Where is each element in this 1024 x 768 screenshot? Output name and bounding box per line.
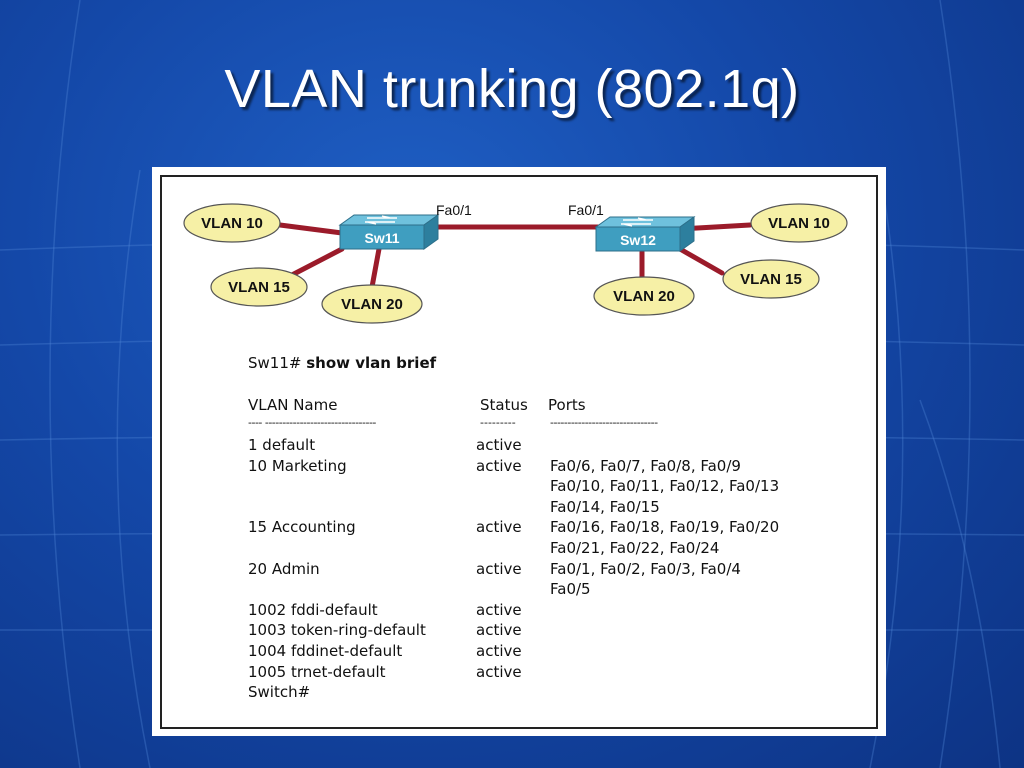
figure-frame: VLAN 10 VLAN 15 VLAN 20 VLAN 10 VLAN 15 …: [152, 167, 886, 736]
network-diagram: VLAN 10 VLAN 15 VLAN 20 VLAN 10 VLAN 15 …: [183, 202, 848, 324]
cli-row-name: 1005 trnet-default: [248, 662, 386, 681]
link-sw11-vlan20: [369, 246, 382, 290]
cli-row-name: 1002 fddi-default: [248, 600, 378, 619]
cli-row-ports: Fa0/5: [550, 580, 591, 599]
switch-label: Sw12: [620, 232, 656, 248]
vlan-node: [321, 284, 423, 324]
cli-row-ports: Fa0/21, Fa0/22, Fa0/24: [550, 539, 720, 557]
cli-command-line: Sw11# show vlan brief: [248, 354, 436, 372]
cli-end-prompt: Switch#: [248, 683, 311, 702]
vlan-node: [593, 276, 695, 316]
cli-row-status: active: [476, 456, 522, 475]
switch-sw12-icon: [594, 216, 696, 252]
cli-row-status: active: [476, 621, 522, 640]
header-ports: Ports: [548, 396, 586, 414]
vlan-node: [183, 203, 281, 243]
cli-row-name: 1003 token-ring-default: [248, 621, 426, 640]
cli-row-status: active: [476, 600, 522, 619]
cli-row-name: 15 Accounting: [248, 518, 356, 537]
cli-row-name: 1 default: [248, 436, 316, 454]
header-status: Status: [480, 396, 528, 414]
cli-row-name: 20 Admin: [248, 559, 320, 578]
link-sw12-vlan15: [677, 246, 725, 276]
cli-row-ports: Fa0/6, Fa0/7, Fa0/8, Fa0/9: [550, 456, 741, 475]
vlan-label: VLAN 20: [341, 296, 403, 313]
switch-sw11-icon: [338, 214, 440, 250]
cli-row-name: 10 Marketing: [248, 456, 347, 475]
cli-row-ports: Fa0/16, Fa0/18, Fa0/19, Fa0/20: [550, 518, 780, 537]
cli-prompt: Sw11#: [248, 354, 302, 372]
cli-row-ports: Fa0/14, Fa0/15: [550, 497, 660, 516]
cli-row-ports: Fa0/1, Fa0/2, Fa0/3, Fa0/4: [550, 559, 741, 578]
dash-name: ---- --------------------------------: [248, 416, 376, 429]
cli-row-status: active: [476, 559, 522, 578]
slide-title: VLAN trunking (802.1q): [224, 59, 800, 119]
cli-row-name: 1004 fddinet-default: [248, 642, 403, 660]
vlan-label: VLAN 10: [768, 215, 830, 232]
vlan-node: [722, 259, 820, 299]
port-label: Fa0/1: [436, 202, 472, 218]
vlan-node: [210, 267, 308, 307]
figure-inner: VLAN 10 VLAN 15 VLAN 20 VLAN 10 VLAN 15 …: [160, 175, 878, 729]
switch-label: Sw11: [364, 230, 399, 246]
dash-status: ---------: [480, 416, 516, 429]
link-sw11-vlan15: [287, 246, 345, 279]
cli-row-status: active: [476, 662, 522, 681]
vlan-label: VLAN 20: [613, 288, 675, 305]
cli-row-status: active: [476, 642, 522, 660]
cli-command: show vlan brief: [306, 354, 437, 372]
vlan-node: [750, 203, 848, 243]
link-sw11-vlan10: [277, 222, 345, 236]
vlan-label: VLAN 10: [201, 215, 263, 232]
cli-row-status: active: [476, 518, 522, 537]
header-vlan-name: VLAN Name: [248, 396, 338, 414]
cli-row-ports: Fa0/10, Fa0/11, Fa0/12, Fa0/13: [550, 477, 780, 496]
port-label: Fa0/1: [568, 202, 604, 218]
vlan-label: VLAN 15: [228, 279, 290, 296]
cli-row-status: active: [476, 436, 522, 454]
vlan-label: VLAN 15: [740, 271, 802, 288]
dash-ports: -------------------------------: [550, 416, 658, 429]
